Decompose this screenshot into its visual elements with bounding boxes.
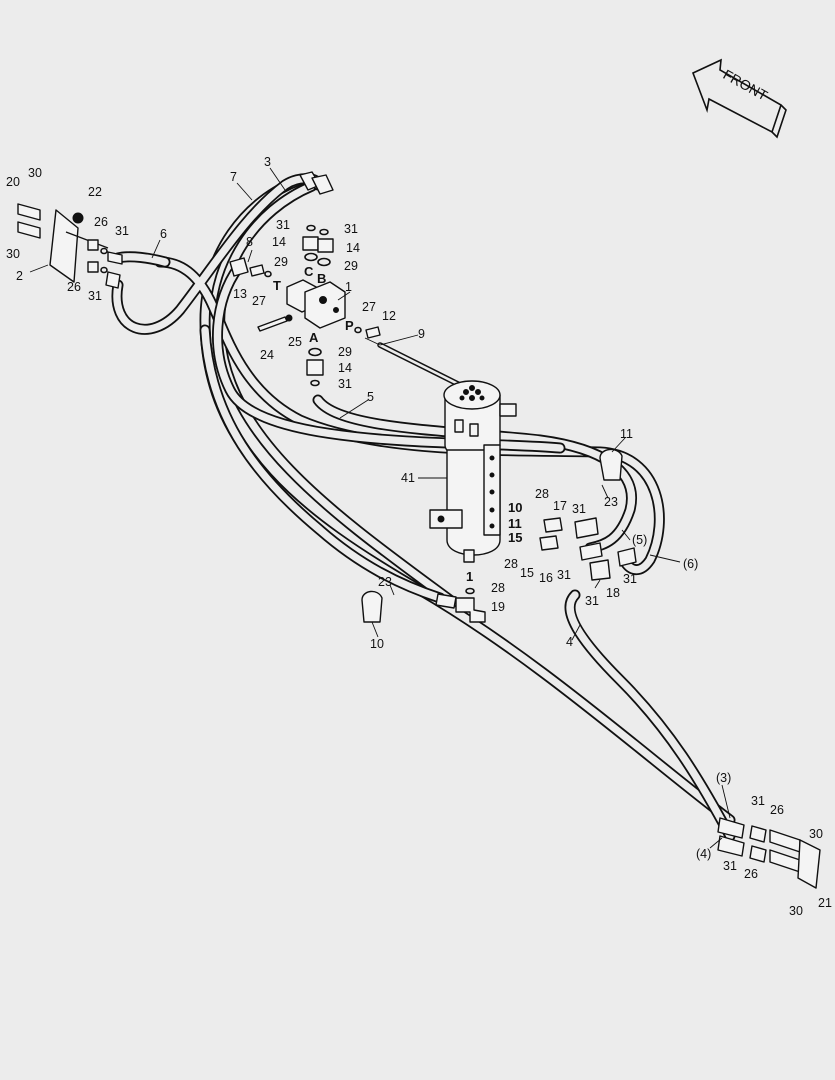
port-b: B <box>317 271 326 286</box>
callout-15-port: 15 <box>508 530 522 545</box>
port-t: T <box>273 278 281 293</box>
port-p: P <box>345 318 354 333</box>
callout-31: 31 <box>276 218 290 232</box>
callout-17: 17 <box>553 499 567 513</box>
callout-21: 21 <box>818 896 832 910</box>
swivel-joint-41 <box>429 380 517 563</box>
callout-11: 11 <box>620 427 633 441</box>
callout-12: 12 <box>382 309 396 323</box>
callout-18: 18 <box>606 586 620 600</box>
callout-16: 16 <box>539 571 553 585</box>
callout-23: 23 <box>378 575 392 589</box>
callout-14: 14 <box>272 235 286 249</box>
callout-3-ref: (3) <box>716 771 731 785</box>
hoses <box>111 173 736 842</box>
callout-28: 28 <box>535 487 549 501</box>
leader-lines <box>29 167 731 849</box>
callout-31: 31 <box>623 572 637 586</box>
callout-23: 23 <box>604 495 618 509</box>
callout-15: 15 <box>520 566 534 580</box>
callout-30: 30 <box>28 166 42 180</box>
callout-29: 29 <box>344 259 358 273</box>
callout-31: 31 <box>115 224 129 238</box>
callout-28: 28 <box>504 557 518 571</box>
callout-31: 31 <box>557 568 571 582</box>
callout-4: 4 <box>566 635 573 649</box>
callout-24: 24 <box>260 348 274 362</box>
callout-26: 26 <box>67 280 81 294</box>
callout-7: 7 <box>230 170 237 184</box>
callout-8: 8 <box>246 235 253 249</box>
callout-22: 22 <box>88 185 102 199</box>
callout-27: 27 <box>252 294 266 308</box>
callout-30: 30 <box>809 827 823 841</box>
callout-1: 1 <box>345 280 352 294</box>
callout-10: 10 <box>370 637 384 651</box>
callout-6: 6 <box>160 227 167 241</box>
callout-5: 5 <box>367 390 374 404</box>
callout-29: 29 <box>274 255 288 269</box>
callout-19: 19 <box>491 600 505 614</box>
callout-31: 31 <box>344 222 358 236</box>
callout-31: 31 <box>585 594 599 608</box>
solenoid-valve-1 <box>286 279 346 329</box>
callout-28: 28 <box>491 581 505 595</box>
callout-9: 9 <box>418 327 425 341</box>
fittings <box>17 171 821 889</box>
callout-labels: 30 20 22 26 31 30 2 26 31 6 7 3 31 31 14… <box>6 155 832 918</box>
callout-27: 27 <box>362 300 376 314</box>
callout-26: 26 <box>744 867 758 881</box>
callout-29: 29 <box>338 345 352 359</box>
callout-31: 31 <box>88 289 102 303</box>
callout-20: 20 <box>6 175 20 189</box>
callout-2: 2 <box>16 269 23 283</box>
callout-14: 14 <box>338 361 352 375</box>
callout-31: 31 <box>751 794 765 808</box>
port-c: C <box>304 264 314 279</box>
callout-6-ref: (6) <box>683 557 698 571</box>
callout-25: 25 <box>288 335 302 349</box>
callout-26: 26 <box>770 803 784 817</box>
callout-13: 13 <box>233 287 247 301</box>
callout-3: 3 <box>264 155 271 169</box>
callout-4-ref: (4) <box>696 847 711 861</box>
callout-1-port: 1 <box>466 569 473 584</box>
callout-26: 26 <box>94 215 108 229</box>
callout-41: 41 <box>401 471 415 485</box>
callout-30: 30 <box>789 904 803 918</box>
callout-11-port: 11 <box>508 516 522 531</box>
callout-31: 31 <box>572 502 586 516</box>
callout-5-ref: (5) <box>632 533 647 547</box>
callout-30: 30 <box>6 247 20 261</box>
port-a: A <box>309 330 319 345</box>
callout-14: 14 <box>346 241 360 255</box>
callout-31: 31 <box>723 859 737 873</box>
callout-31: 31 <box>338 377 352 391</box>
front-arrow: FRONT <box>691 58 787 139</box>
callout-10-port: 10 <box>508 500 522 515</box>
